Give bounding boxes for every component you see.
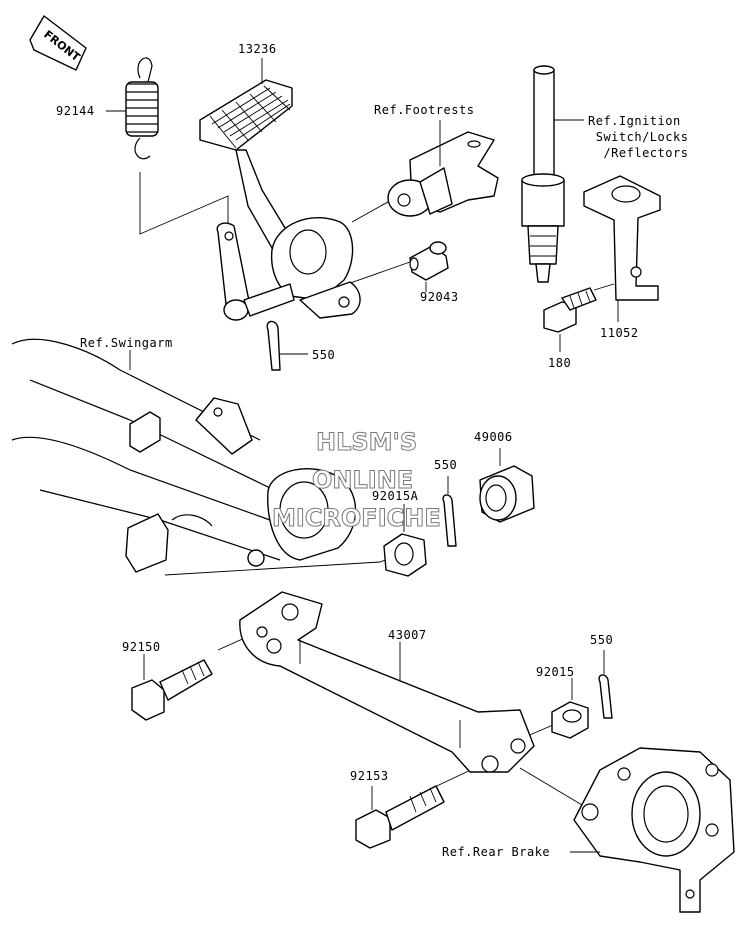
callout-ref-swingarm: Ref.Swingarm [80,336,173,350]
watermark-line-3: MICROFICHE [272,504,442,533]
brake-pedal [199,79,361,321]
callout-550-a: 550 [312,348,336,362]
bolt-92153 [355,785,445,849]
footrest-bracket [387,131,499,217]
return-spring [125,57,159,160]
callout-92153: 92153 [350,769,389,783]
switch-bracket [583,175,661,301]
callout-92150: 92150 [122,640,161,654]
front-arrow-icon: FRONT [29,15,87,71]
callout-92015: 92015 [536,665,575,679]
bushing-49006 [479,465,535,523]
callout-11052: 11052 [600,326,639,340]
callout-49006: 49006 [474,430,513,444]
callout-92144: 92144 [56,104,95,118]
cotter-pin-lower [598,674,613,719]
connector-line [519,767,583,806]
callout-92015A: 92015A [372,489,419,503]
connector-line [139,172,229,235]
callout-13236: 13236 [238,42,277,56]
callout-92043: 92043 [420,290,459,304]
brake-light-switch [521,65,565,283]
swingarm [11,338,357,573]
callout-ref-rear-brake: Ref.Rear Brake [442,845,551,859]
callout-ref-footrests: Ref.Footrests [374,103,475,117]
callout-ref-ignition: Ref.Ignition Switch/Locks /Reflectors [588,114,689,160]
bolt-92150 [131,659,213,721]
watermark-line-2: ONLINE [311,466,414,495]
pivot-pin [409,241,449,281]
callout-43007: 43007 [388,628,427,642]
connector-line [593,283,615,291]
watermark-line-1: HLSM'S [315,428,418,457]
cotter-pin-middle [442,494,457,547]
callout-550-c: 550 [590,633,614,647]
cotter-pin-upper [266,320,281,371]
rear-brake-caliper [573,747,735,913]
callout-550-b: 550 [434,458,458,472]
nut-92015A [383,533,427,577]
nut-92015 [551,701,589,739]
bolt-180 [543,287,597,333]
callout-180: 180 [548,356,572,370]
torque-link-43007 [239,591,535,773]
